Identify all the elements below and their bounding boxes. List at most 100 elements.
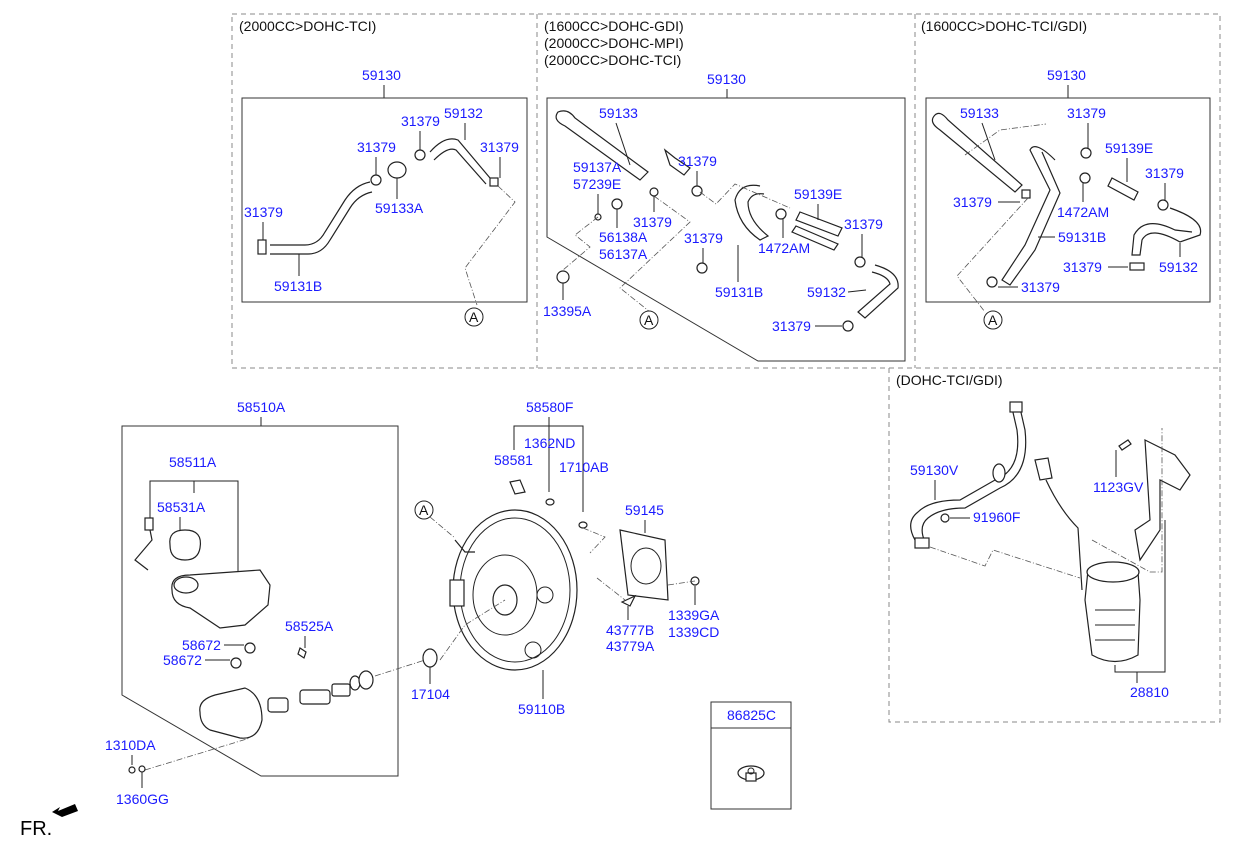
ref-marker-a[interactable] — [414, 500, 434, 520]
part-label-31379[interactable]: 31379 — [684, 230, 723, 246]
part-label-31379[interactable]: 31379 — [357, 139, 396, 155]
part-label-58531a[interactable]: 58531A — [157, 499, 206, 515]
part-label-59145[interactable]: 59145 — [625, 502, 664, 518]
part-label-1360gg[interactable]: 1360GG — [116, 791, 169, 807]
part-label-31379[interactable]: 31379 — [844, 216, 883, 232]
part-label-56137a[interactable]: 56137A — [599, 246, 648, 262]
seal-1710ab — [578, 521, 588, 529]
part-label-59132[interactable]: 59132 — [807, 284, 846, 300]
part-label-43779a[interactable]: 43779A — [606, 638, 655, 654]
part-label-1710ab[interactable]: 1710AB — [559, 459, 609, 475]
bracket — [663, 148, 691, 176]
panel-header: (2000CC>DOHC-MPI) — [544, 35, 684, 51]
part-label-31379[interactable]: 31379 — [244, 204, 283, 220]
o-ring-17104 — [422, 648, 438, 668]
part-label-58511a[interactable]: 58511A — [169, 454, 217, 470]
sensor-connector — [449, 579, 465, 607]
part-label-59139e[interactable]: 59139E — [1105, 140, 1153, 156]
assembly-box — [925, 97, 1211, 303]
part-label-43777b[interactable]: 43777B — [606, 622, 654, 638]
part-label-31379[interactable]: 31379 — [401, 113, 440, 129]
part-label-57239e[interactable]: 57239E — [573, 176, 621, 192]
part-label-59131b[interactable]: 59131B — [1058, 229, 1106, 245]
part-label-31379[interactable]: 31379 — [480, 139, 519, 155]
valve-59139e — [795, 211, 843, 237]
part-label-59139e[interactable]: 59139E — [794, 186, 842, 202]
hose-59132 — [429, 138, 491, 179]
ref-marker-a[interactable] — [983, 310, 1003, 330]
part-label-59133[interactable]: 59133 — [960, 105, 999, 121]
front-orientation-indicator: FR. — [20, 804, 78, 840]
part-label-59137a[interactable]: 59137A — [573, 159, 622, 175]
clamp-icon — [842, 320, 854, 332]
part-label-58525a[interactable]: 58525A — [285, 618, 334, 634]
part-label-31379[interactable]: 31379 — [678, 153, 717, 169]
part-label-59130[interactable]: 59130 — [1047, 67, 1086, 83]
part-label-59133[interactable]: 59133 — [599, 105, 638, 121]
part-label-31379[interactable]: 31379 — [1067, 105, 1106, 121]
part-label-59132[interactable]: 59132 — [1159, 259, 1198, 275]
connector — [1034, 457, 1053, 481]
part-label-59131b[interactable]: 59131B — [274, 278, 322, 294]
part-label-1310da[interactable]: 1310DA — [105, 737, 156, 753]
master-cylinder-body — [199, 687, 263, 739]
ref-marker-label: A — [419, 502, 429, 518]
hose-59131b — [1001, 146, 1061, 286]
assembly-box — [546, 97, 906, 362]
part-label-59130v[interactable]: 59130V — [910, 462, 959, 478]
part-label-56138a[interactable]: 56138A — [599, 229, 648, 245]
ref-marker-a[interactable] — [464, 307, 484, 327]
part-label-31379[interactable]: 31379 — [1021, 279, 1060, 295]
brake-booster-59110b — [452, 509, 578, 671]
assembly-box — [241, 97, 528, 303]
panel-1600cc-dohc-tci-gdi: (1600CC>DOHC-TCI/GDI) 59130 59133 31379 … — [921, 18, 1211, 330]
part-label-59131b[interactable]: 59131B — [715, 284, 763, 300]
part-label-31379[interactable]: 31379 — [953, 194, 992, 210]
part-label-1339ga[interactable]: 1339GA — [668, 607, 720, 623]
panel-2000cc-dohc-tci: (2000CC>DOHC-TCI) 59130 31379 31379 5913… — [239, 18, 528, 327]
clamp-icon — [1080, 147, 1092, 159]
part-label-31379[interactable]: 31379 — [633, 214, 672, 230]
vacuum-hose — [454, 539, 475, 553]
part-label-58672[interactable]: 58672 — [163, 652, 202, 668]
clamp-icon — [986, 276, 998, 288]
part-label-59130[interactable]: 59130 — [362, 67, 401, 83]
ref-marker-label: A — [644, 312, 654, 328]
o-ring — [358, 670, 374, 690]
part-label-58510a[interactable]: 58510A — [237, 399, 286, 415]
gasket-59145 — [619, 529, 669, 601]
part-label-17104[interactable]: 17104 — [411, 686, 450, 702]
part-label-58580f[interactable]: 58580F — [526, 399, 573, 415]
nut-13395a — [556, 270, 570, 284]
ref-marker-label: A — [988, 312, 998, 328]
panel-header: (DOHC-TCI/GDI) — [896, 372, 1003, 388]
part-label-1339cd[interactable]: 1339CD — [668, 624, 719, 640]
part-label-1362nd[interactable]: 1362ND — [524, 435, 575, 451]
seal-1362nd — [545, 498, 555, 506]
part-label-59133a[interactable]: 59133A — [375, 200, 424, 216]
part-label-58581[interactable]: 58581 — [494, 452, 533, 468]
hose-end — [914, 537, 930, 549]
part-label-59130[interactable]: 59130 — [707, 71, 746, 87]
part-label-59110b[interactable]: 59110B — [518, 701, 565, 717]
part-label-91960f[interactable]: 91960F — [973, 509, 1020, 525]
part-label-31379[interactable]: 31379 — [772, 318, 811, 334]
part-label-1472am[interactable]: 1472AM — [1057, 204, 1109, 220]
clamp-icon — [370, 174, 382, 186]
part-label-1123gv[interactable]: 1123GV — [1093, 479, 1144, 495]
part-label-31379[interactable]: 31379 — [1145, 165, 1184, 181]
part-label-1472am[interactable]: 1472AM — [758, 240, 810, 256]
part-label-13395a[interactable]: 13395A — [543, 303, 592, 319]
pin-58525a — [297, 647, 307, 659]
clip-91960f — [940, 513, 950, 523]
part-label-58672[interactable]: 58672 — [182, 637, 221, 653]
part-label-86825c[interactable]: 86825C — [727, 707, 776, 723]
hose-59132 — [1131, 207, 1202, 256]
ref-marker-a[interactable] — [639, 310, 659, 330]
dashed-frames — [231, 13, 1221, 723]
part-label-28810[interactable]: 28810 — [1130, 684, 1169, 700]
part-label-31379[interactable]: 31379 — [1063, 259, 1102, 275]
part-label-59132[interactable]: 59132 — [444, 105, 483, 121]
reservoir-cap — [169, 529, 202, 561]
hose-59133 — [931, 112, 1023, 193]
